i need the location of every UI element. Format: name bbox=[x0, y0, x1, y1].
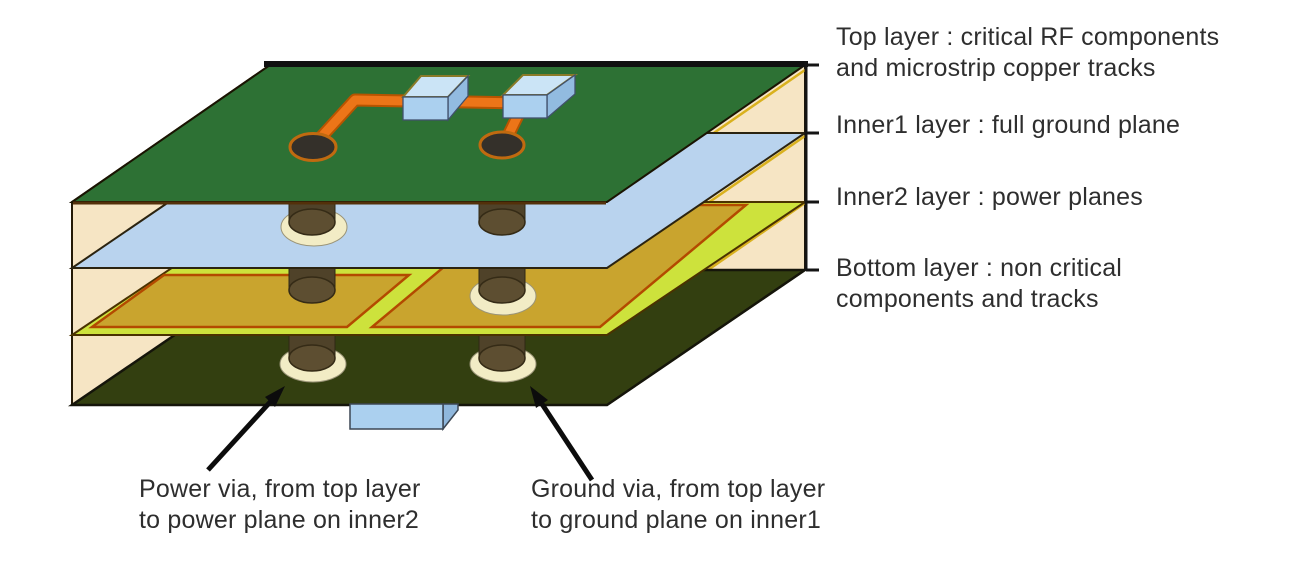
via-pad bbox=[478, 208, 526, 236]
callout-line: Bottom layer : non critical bbox=[836, 254, 1123, 282]
ground-via-arrow bbox=[530, 386, 595, 482]
callout-line: Power via, from top layer bbox=[139, 475, 421, 503]
via-pad bbox=[288, 344, 336, 372]
callout-line: Inner1 layer : full ground plane bbox=[836, 111, 1181, 139]
trace-core bbox=[308, 95, 525, 151]
via-pad bbox=[288, 276, 336, 304]
power-via-top-pad bbox=[288, 132, 338, 162]
rf-component-2 bbox=[500, 73, 579, 120]
ground-via-top-pad bbox=[478, 130, 526, 160]
rf-component-1 bbox=[400, 74, 471, 122]
arrow-head bbox=[265, 386, 285, 407]
arrow-shaft bbox=[539, 402, 595, 482]
callout-line: to ground plane on inner1 bbox=[531, 506, 821, 534]
via-pad bbox=[478, 276, 526, 304]
component-front-face bbox=[502, 94, 548, 119]
arrow-shaft bbox=[206, 398, 274, 472]
callout-ground-via: Ground via, from top layer to ground pla… bbox=[531, 474, 825, 536]
callout-line: Inner2 layer : power planes bbox=[836, 183, 1143, 211]
via-pad bbox=[288, 208, 336, 236]
callout-line: components and tracks bbox=[836, 285, 1099, 313]
component-front-face bbox=[402, 96, 449, 121]
callout-inner1-layer: Inner1 layer : full ground plane bbox=[836, 110, 1180, 141]
callout-line: and microstrip copper tracks bbox=[836, 54, 1156, 82]
callout-power-via: Power via, from top layer to power plane… bbox=[139, 474, 421, 536]
callout-line: to power plane on inner2 bbox=[139, 506, 419, 534]
bottom-component-side bbox=[442, 403, 459, 432]
power-via-arrow bbox=[206, 386, 285, 472]
callout-inner2-layer: Inner2 layer : power planes bbox=[836, 182, 1143, 213]
arrow-head bbox=[530, 386, 548, 408]
callout-bottom-layer: Bottom layer : non critical components a… bbox=[836, 253, 1122, 315]
bottom-component bbox=[349, 403, 444, 430]
callout-line: Top layer : critical RF components bbox=[836, 23, 1220, 51]
callout-line: Ground via, from top layer bbox=[531, 475, 826, 503]
callout-top-layer: Top layer : critical RF components and m… bbox=[836, 22, 1219, 84]
via-pad bbox=[478, 344, 526, 372]
